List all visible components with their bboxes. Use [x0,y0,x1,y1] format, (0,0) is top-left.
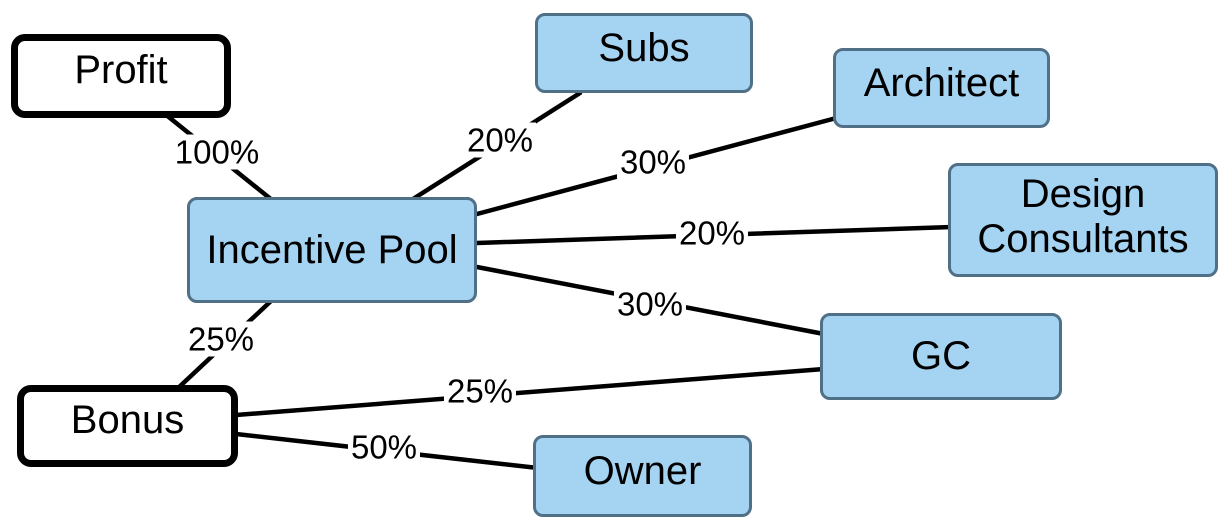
node-incentive-pool-label: Incentive Pool [206,227,458,272]
node-bonus-label: Bonus [70,397,185,442]
node-profit: Profit [11,34,231,118]
edge-label-incentive-pool-to-architect: 30% [616,144,690,180]
node-bonus: Bonus [17,385,238,467]
edge-label-incentive-pool-to-bonus: 25% [184,321,258,357]
edge-bonus-to-gc [233,366,827,418]
node-architect: Architect [833,48,1050,128]
node-incentive-pool: Incentive Pool [187,197,477,303]
edge-label-incentive-pool-to-subs: 20% [463,122,537,158]
node-gc-label: GC [911,334,971,379]
edge-label-bonus-to-gc: 25% [443,373,517,409]
node-profit-label: Profit [74,47,168,92]
node-subs: Subs [535,13,753,93]
edge-label-incentive-pool-to-gc: 30% [613,286,687,322]
node-design-consultants-label: Design Consultants [977,172,1189,261]
node-owner-label: Owner [583,448,702,493]
edge-label-profit-to-incentive-pool: 100% [171,134,263,170]
edge-label-incentive-pool-to-design-consultants: 20% [675,215,749,251]
node-subs-label: Subs [598,25,690,70]
node-architect-label: Architect [863,60,1020,105]
edge-label-bonus-to-owner: 50% [347,429,421,465]
node-gc: GC [820,313,1062,400]
node-owner: Owner [533,435,752,517]
node-design-consultants: Design Consultants [948,163,1218,277]
